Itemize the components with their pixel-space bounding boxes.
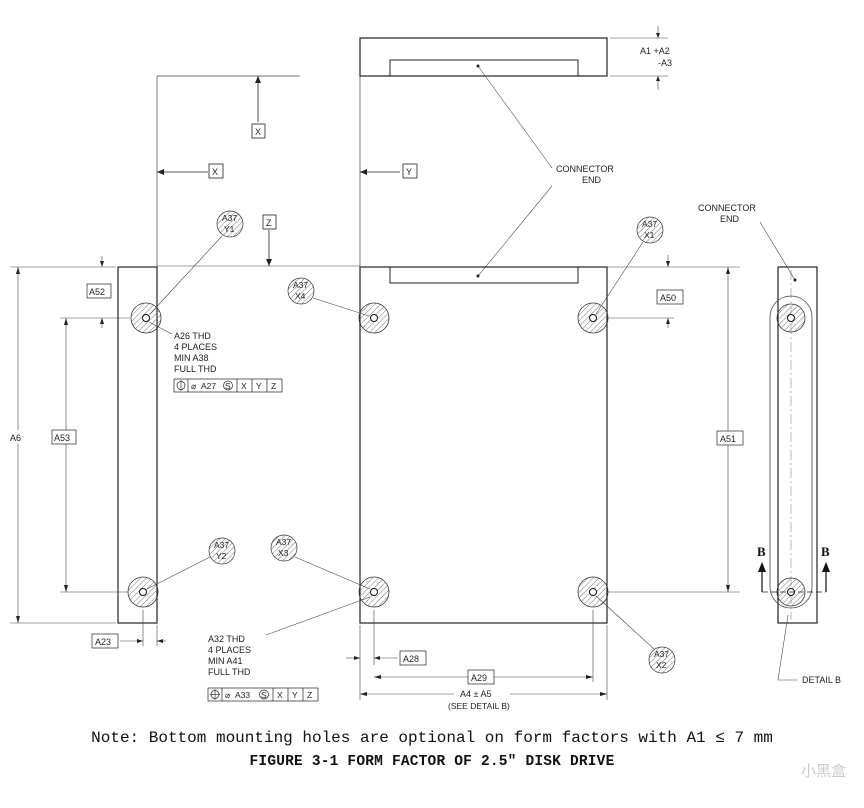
end-view: B B CONNECTOR END DETAIL B bbox=[698, 203, 841, 685]
see-detail-b: (SEE DETAIL B) bbox=[448, 701, 510, 711]
thread-note-top-line-2: MIN A38 bbox=[174, 353, 209, 363]
thread-note-bottom-line-3: FULL THD bbox=[208, 667, 251, 677]
side-connector-callout-line2: END bbox=[720, 214, 740, 224]
callout-x1: A37 X1 bbox=[595, 216, 664, 315]
fcf-top-modifier: S bbox=[225, 381, 231, 391]
left-side-view bbox=[117, 266, 162, 624]
callout-x3: A37 X3 bbox=[270, 534, 371, 590]
callout-x2-top: A37 bbox=[654, 649, 669, 659]
left-side-body bbox=[117, 266, 158, 624]
top-view-body bbox=[359, 37, 608, 77]
left-dimensions: A6 A53 A52 A23 bbox=[7, 256, 166, 649]
dim-a28: A28 bbox=[403, 654, 419, 664]
datum-y-label: Y bbox=[406, 167, 412, 177]
callout-y1-bottom: Y1 bbox=[224, 224, 235, 234]
datum-x-label: X bbox=[255, 127, 261, 137]
dim-a4-a5: A4 ± A5 bbox=[460, 689, 491, 699]
callout-y1-top: A37 bbox=[222, 213, 237, 223]
callout-x1-top: A37 bbox=[642, 219, 657, 229]
datum-x-horizontal-box: X bbox=[208, 163, 224, 179]
thread-note-top-line-0: A26 THD bbox=[174, 331, 211, 341]
dim-a50: A50 bbox=[660, 293, 676, 303]
datum-z-label: Z bbox=[266, 218, 272, 228]
callout-x2: A37 X2 bbox=[595, 595, 676, 674]
callout-x2-bottom: X2 bbox=[656, 660, 667, 670]
thread-note-top: A26 THD 4 PLACES MIN A38 FULL THD ⌀ A27 … bbox=[148, 321, 283, 393]
callout-x4-top: A37 bbox=[293, 280, 308, 290]
callout-x1-bottom: X1 bbox=[644, 230, 655, 240]
height-dim-label-1: A1 +A2 bbox=[640, 46, 670, 56]
section-label-right: B bbox=[821, 544, 830, 559]
fcf-bottom-value: A33 bbox=[235, 690, 250, 700]
end-view-body bbox=[777, 266, 818, 624]
detail-b-leader bbox=[777, 614, 798, 681]
right-dimensions: A51 A50 bbox=[607, 255, 744, 593]
fcf-bottom-modifier: S bbox=[261, 690, 267, 700]
dim-a52: A52 bbox=[89, 287, 105, 297]
thread-note-bottom-line-2: MIN A41 bbox=[208, 656, 243, 666]
callout-y2: A37 Y2 bbox=[146, 537, 236, 590]
figure-caption: FIGURE 3-1 FORM FACTOR OF 2.5" DISK DRIV… bbox=[249, 754, 615, 770]
watermark: 小黑盒 bbox=[800, 762, 846, 780]
side-connector-callout-line1: CONNECTOR bbox=[698, 203, 756, 213]
feature-control-frame-top: ⌀ A27 S X Y Z bbox=[173, 378, 283, 393]
bottom-view-connector bbox=[389, 266, 579, 284]
datum-x-vertical-box: X bbox=[251, 123, 266, 139]
callout-y1: A37 Y1 bbox=[149, 210, 244, 315]
connector-end-callout: CONNECTOR END bbox=[476, 64, 614, 278]
callout-x3-top: A37 bbox=[276, 537, 291, 547]
dim-a51: A51 bbox=[720, 434, 736, 444]
callout-x4: A37 X4 bbox=[287, 277, 370, 317]
callout-x3-bottom: X3 bbox=[278, 548, 289, 558]
fcf-top-value: A27 bbox=[201, 381, 216, 391]
section-label-left: B bbox=[757, 544, 766, 559]
thread-note-bottom-line-1: 4 PLACES bbox=[208, 645, 251, 655]
thread-note-top-line-1: 4 PLACES bbox=[174, 342, 217, 352]
connector-callout-line1: CONNECTOR bbox=[556, 164, 614, 174]
top-view: A1 +A2 -A3 bbox=[359, 26, 672, 90]
dim-a23: A23 bbox=[95, 637, 111, 647]
bottom-view bbox=[358, 266, 609, 624]
feature-control-frame-bottom: ⌀ A33 S X Y Z bbox=[207, 687, 319, 702]
dim-a53: A53 bbox=[54, 433, 70, 443]
datum-z-box: Z bbox=[262, 214, 277, 230]
fcf-top-datum-0: X bbox=[241, 381, 247, 391]
fcf-top-datum-1: Y bbox=[256, 381, 262, 391]
fcf-bottom-datum-2: Z bbox=[307, 690, 312, 700]
datum-extensions bbox=[156, 75, 400, 267]
dim-a29: A29 bbox=[471, 673, 487, 683]
datum-y-box: Y bbox=[402, 163, 418, 179]
datum-x-label-2: X bbox=[212, 167, 218, 177]
detail-b-label: DETAIL B bbox=[802, 675, 841, 685]
dim-a6: A6 bbox=[10, 433, 21, 443]
fcf-bottom-datum-0: X bbox=[277, 690, 283, 700]
fcf-bottom-datum-1: Y bbox=[292, 690, 298, 700]
callout-x4-bottom: X4 bbox=[295, 291, 306, 301]
bottom-dimensions: A28 A29 A4 ± A5 (SEE DETAIL B) bbox=[346, 610, 608, 711]
connector-callout-line2: END bbox=[582, 175, 602, 185]
callout-y2-top: A37 bbox=[214, 540, 229, 550]
callout-y2-bottom: Y2 bbox=[216, 551, 227, 561]
thread-note-bottom-line-0: A32 THD bbox=[208, 634, 245, 644]
diameter-symbol-icon: ⌀ bbox=[191, 381, 197, 391]
top-view-connector bbox=[389, 59, 579, 77]
note-text: Note: Bottom mounting holes are optional… bbox=[91, 729, 773, 747]
bottom-view-body bbox=[359, 266, 608, 624]
thread-note-top-line-3: FULL THD bbox=[174, 364, 217, 374]
height-dim-label-2: -A3 bbox=[658, 58, 672, 68]
fcf-top-datum-2: Z bbox=[271, 381, 276, 391]
diameter-symbol-icon-2: ⌀ bbox=[225, 690, 231, 700]
thread-note-bottom: A32 THD 4 PLACES MIN A41 FULL THD ⌀ A33 … bbox=[207, 596, 371, 702]
